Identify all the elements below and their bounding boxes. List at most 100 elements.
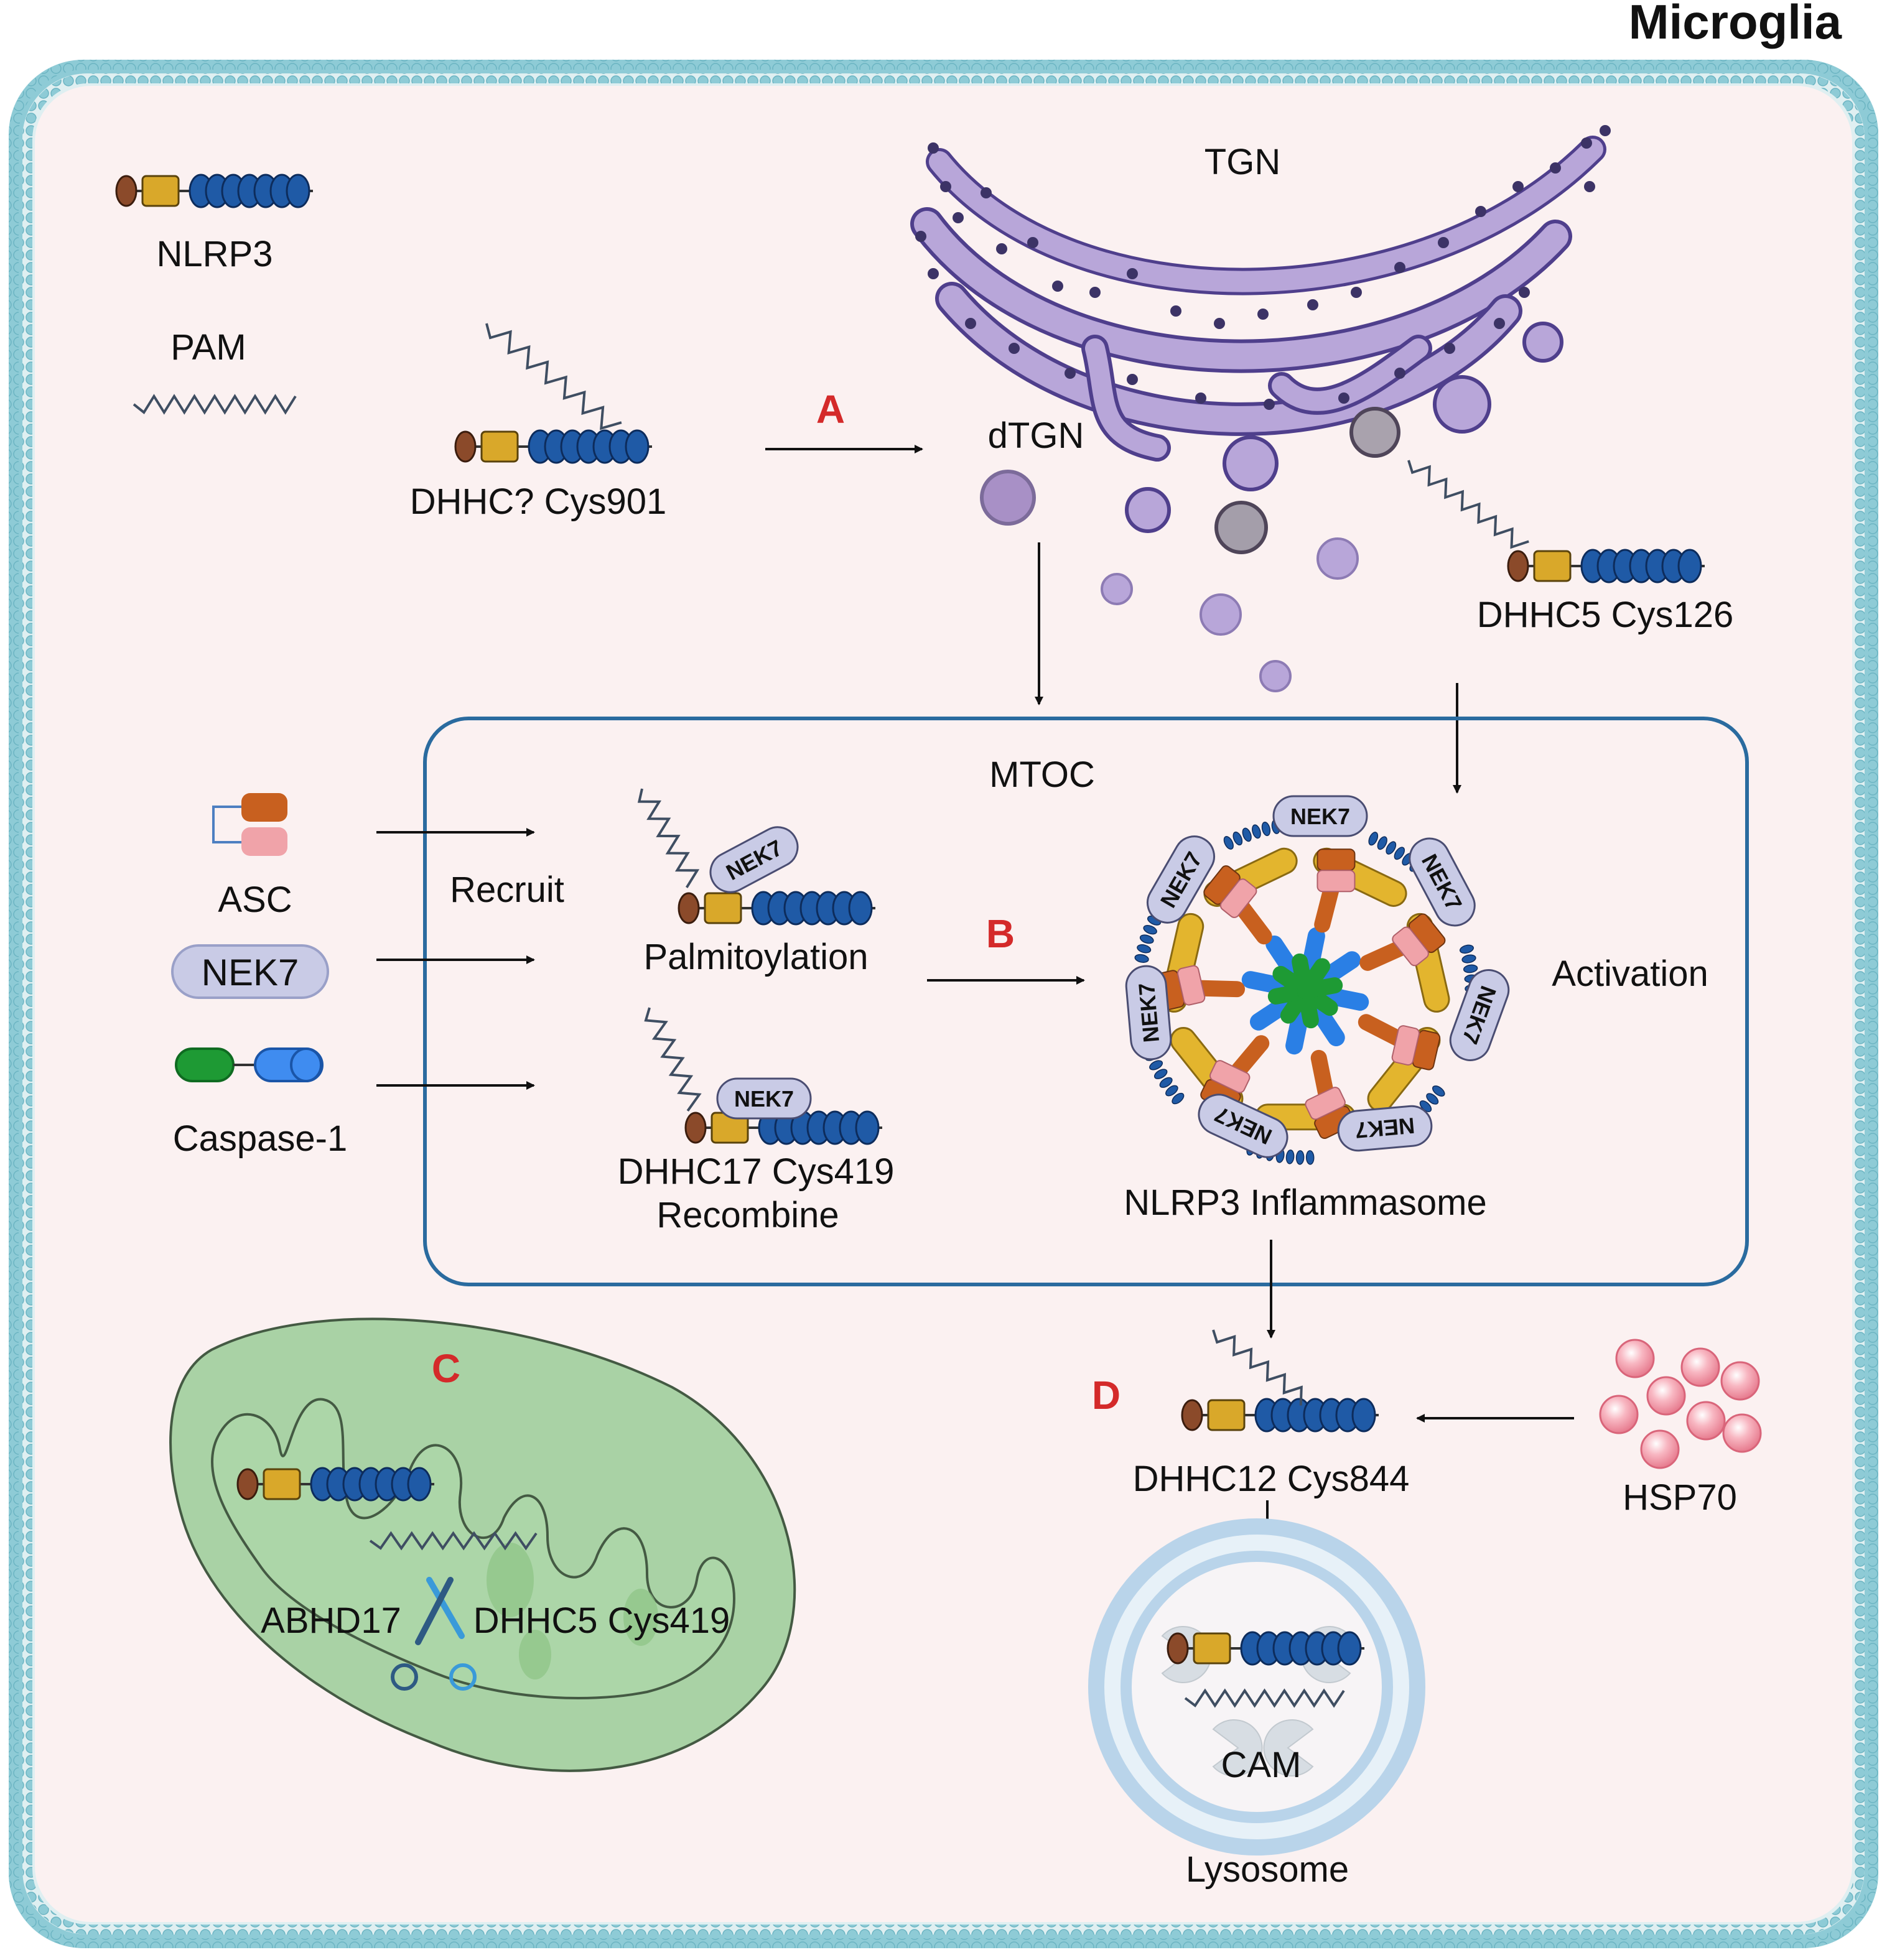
nacht-domain: [480, 430, 519, 463]
asc-label: ASC: [218, 880, 292, 920]
ribosome-dot: [1600, 125, 1611, 136]
ribosome-dot: [1394, 368, 1405, 379]
cell-title: Microglia: [1629, 0, 1842, 49]
label-c: C: [432, 1346, 460, 1391]
lrr-bead: [1149, 1060, 1163, 1071]
lrr-domain: [1677, 549, 1702, 583]
ribosome-dot: [1394, 262, 1405, 273]
nlrp3-palmitoylated-cys844: [1181, 1329, 1379, 1433]
asc-pyd-block: [1316, 848, 1356, 893]
cam-label: CAM: [1221, 1745, 1302, 1785]
nacht-domain: [704, 892, 742, 924]
lrr-bead: [1139, 934, 1154, 944]
nacht-domain: [263, 1468, 301, 1500]
legend-pam-chain: [133, 394, 297, 415]
lrr-bead: [1368, 832, 1379, 846]
pyd-domain: [115, 175, 137, 207]
ribosome-dot: [1519, 287, 1530, 298]
nek7-label: NEK7: [202, 952, 299, 993]
ribosome-dot: [1170, 305, 1181, 317]
lrr-bead: [1426, 1093, 1439, 1105]
ribosome-dot: [1584, 181, 1595, 192]
nek7-pill-label: NEK7: [1134, 982, 1164, 1043]
ribosome-dot: [940, 181, 951, 192]
dhhc-unknown-label: DHHC? Cys901: [410, 481, 667, 522]
lrr-bead: [1153, 1069, 1168, 1079]
nlrp3-palmitoylated-cys901: [454, 323, 652, 464]
pyd-domain: [678, 892, 700, 924]
nacht-domain: [1207, 1399, 1246, 1431]
lrr-bead: [1285, 1150, 1295, 1164]
pyd-domain: [1167, 1632, 1189, 1665]
asc-pyd-block: [1392, 913, 1446, 967]
palmitoylation-label: Palmitoylation: [643, 937, 868, 977]
ribosome-dot: [1127, 374, 1138, 385]
dtgn-label: dTGN: [988, 416, 1084, 456]
lrr-bead: [1232, 831, 1243, 846]
lrr-bead: [1223, 836, 1234, 850]
tgn-label: TGN: [1204, 142, 1280, 182]
label-a: A: [816, 387, 845, 432]
ribosome-dot: [1214, 318, 1225, 329]
lrr-bead: [1159, 1077, 1173, 1088]
label-b: B: [986, 911, 1015, 956]
legend-nlrp3-label: NLRP3: [157, 234, 273, 274]
nek7-pill: NEK7: [171, 944, 329, 999]
pyd-domain: [1181, 1399, 1203, 1431]
ribosome-dot: [1438, 237, 1449, 248]
pam-chain-lysosome: [1184, 1688, 1345, 1708]
label-d: D: [1092, 1373, 1121, 1418]
ribosome-dot: [1052, 281, 1063, 292]
lrr-bead: [1386, 841, 1397, 855]
nlrp3-palmitoylated-cys126: [1407, 460, 1705, 583]
ribosome-dot: [1089, 287, 1101, 298]
activation-label: Activation: [1552, 954, 1708, 994]
scissors-icon: [391, 1577, 477, 1691]
caspase1-molecule: [175, 1047, 324, 1082]
mtoc-box: [423, 717, 1749, 1286]
pyd-domain: [1507, 550, 1529, 582]
nek7-pill: NEK7: [1125, 965, 1172, 1061]
mtoc-title: MTOC: [989, 755, 1095, 795]
ribosome-dot: [1307, 299, 1318, 310]
ribosome-dot: [965, 318, 976, 329]
abhd17-label: ABHD17: [261, 1600, 401, 1641]
hsp70-cluster: [1599, 1339, 1762, 1469]
nek7-pill: NEK7: [1272, 795, 1368, 837]
nek7-pill-label: NEK7: [1354, 1113, 1415, 1143]
golgi-vesicles: [980, 407, 1400, 692]
ribosome-dot: [928, 142, 939, 154]
lrr-domain: [1351, 1398, 1376, 1433]
legend-pam-label: PAM: [170, 327, 246, 368]
ribosome-dot: [1494, 318, 1505, 329]
lrr-bead: [1134, 954, 1149, 963]
lrr-bead: [1165, 1085, 1178, 1097]
dhhc5-cys126-label: DHHC5 Cys126: [1477, 595, 1734, 635]
trans-golgi-network: [910, 125, 1611, 462]
lrr-bead: [1295, 1150, 1305, 1165]
lrr-domain: [407, 1467, 432, 1502]
inflammasome-label: NLRP3 Inflammasome: [1124, 1182, 1486, 1223]
lrr-bead: [1143, 925, 1157, 935]
nek7-pill: NEK7: [1337, 1105, 1433, 1152]
asc-molecule: [212, 793, 287, 856]
lrr-bead: [1459, 944, 1474, 954]
dhhc17-label-line1: DHHC17 Cys419: [618, 1151, 895, 1192]
nek7-pill-label: NEK7: [1290, 804, 1350, 829]
nacht-domain: [1533, 550, 1572, 582]
lrr-bead: [1252, 824, 1261, 839]
ribosome-dot: [1581, 137, 1592, 149]
ribosome-dot: [1550, 162, 1561, 174]
ribosome-dot: [1351, 287, 1362, 298]
caspase1-label: Caspase-1: [173, 1118, 347, 1159]
ribosome-dot: [1475, 206, 1486, 217]
recruit-label: Recruit: [450, 870, 564, 910]
lrr-bead: [1305, 1150, 1315, 1165]
lrr-bead: [1394, 847, 1405, 860]
ribosome-dot: [1195, 392, 1206, 404]
nlrp3-in-lysosome: [1167, 1631, 1364, 1666]
pyd-domain: [684, 1112, 707, 1144]
nlrp3-in-mitochondrion: [236, 1467, 434, 1502]
lysosome: [1088, 1518, 1425, 1855]
